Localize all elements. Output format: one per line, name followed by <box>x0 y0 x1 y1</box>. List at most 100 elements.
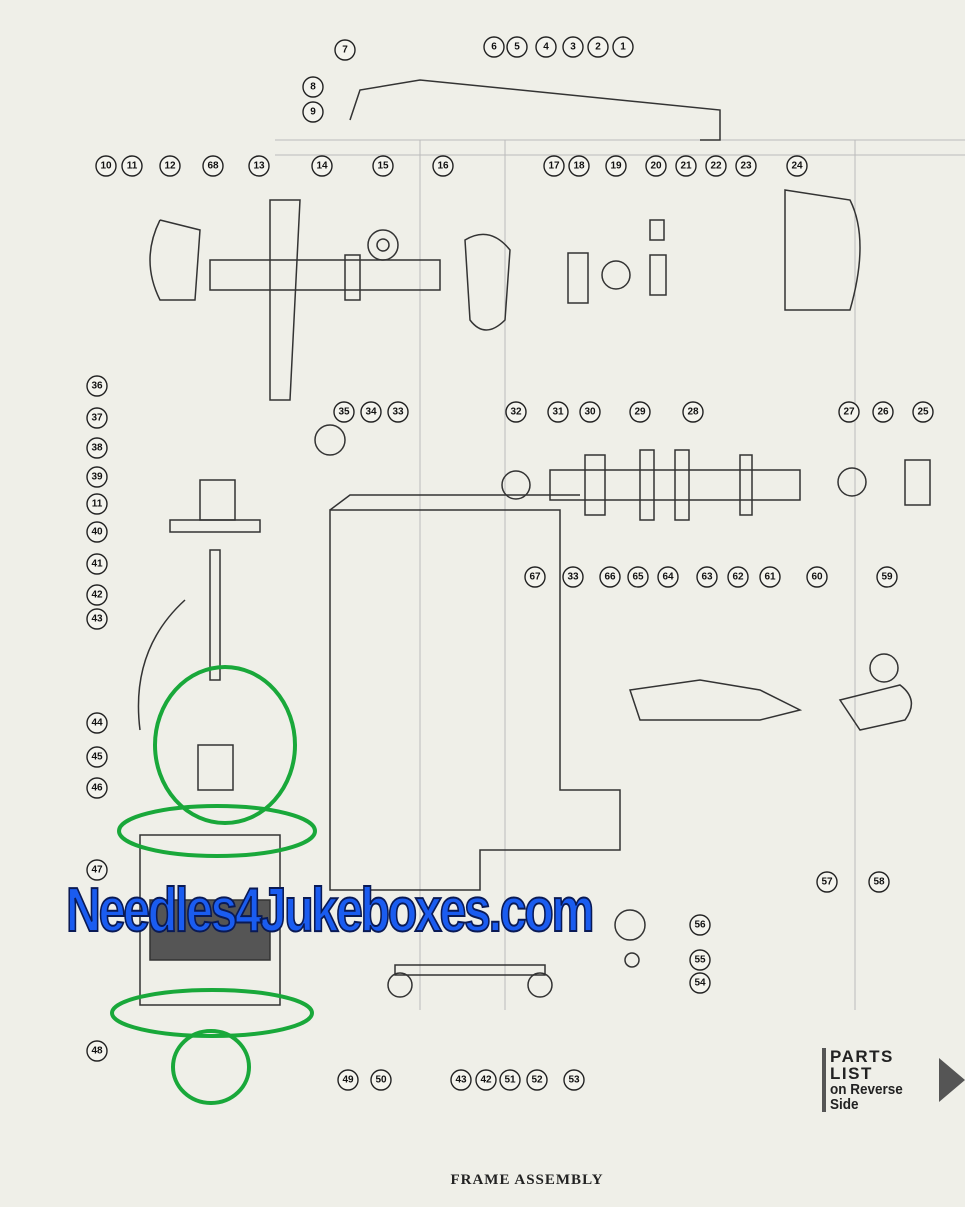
callout-circle <box>334 39 356 61</box>
callout-number: 53 <box>568 1075 580 1086</box>
callout-18: 18 <box>568 155 590 177</box>
callout-number: 43 <box>455 1075 467 1086</box>
callout-number: 31 <box>552 407 564 418</box>
callout-number: 4 <box>543 42 549 53</box>
callout-number: 49 <box>342 1075 354 1086</box>
callout-25: 25 <box>912 401 934 423</box>
callout-circle <box>86 521 108 543</box>
callout-number: 48 <box>91 1046 103 1057</box>
callout-circle <box>159 155 181 177</box>
callout-circle <box>645 155 667 177</box>
callout-circle <box>562 36 584 58</box>
callout-33: 33 <box>562 566 584 588</box>
callout-number: 24 <box>791 161 803 172</box>
callout-circle <box>505 401 527 423</box>
callout-circle <box>499 1069 521 1091</box>
callout-circle <box>86 437 108 459</box>
callout-27: 27 <box>838 401 860 423</box>
callout-50: 50 <box>370 1069 392 1091</box>
highlight-ellipse-upper <box>117 804 317 858</box>
callout-circle <box>387 401 409 423</box>
callout-number: 58 <box>873 877 885 888</box>
callout-circle <box>705 155 727 177</box>
callout-number: 47 <box>91 865 103 876</box>
callout-number: 42 <box>91 590 103 601</box>
callout-number: 50 <box>375 1075 387 1086</box>
callout-54: 54 <box>689 972 711 994</box>
callout-11: 11 <box>121 155 143 177</box>
callout-61: 61 <box>759 566 781 588</box>
callout-55: 55 <box>689 949 711 971</box>
callout-number: 51 <box>504 1075 516 1086</box>
callout-number: 33 <box>567 572 579 583</box>
callout-37: 37 <box>86 407 108 429</box>
callout-number: 11 <box>127 161 138 172</box>
callout-21: 21 <box>675 155 697 177</box>
callout-60: 60 <box>806 566 828 588</box>
callout-circle <box>786 155 808 177</box>
callout-number: 7 <box>342 45 348 56</box>
callout-number: 32 <box>510 407 522 418</box>
callout-number: 29 <box>634 407 646 418</box>
callout-6: 6 <box>483 36 505 58</box>
watermark: Needles4Jukeboxes.com <box>65 876 595 945</box>
highlight-circle-small <box>171 1029 251 1105</box>
callout-number: 9 <box>310 107 316 118</box>
callout-circle <box>506 36 528 58</box>
callout-circle <box>311 155 333 177</box>
callout-45: 45 <box>86 746 108 768</box>
callout-47: 47 <box>86 859 108 881</box>
diagram-title: FRAME ASSEMBLY <box>450 1172 604 1188</box>
callout-number: 26 <box>877 407 889 418</box>
callout-number: 66 <box>604 572 616 583</box>
callout-44: 44 <box>86 712 108 734</box>
callout-circle <box>587 36 609 58</box>
callout-circle <box>838 401 860 423</box>
callout-number: 22 <box>710 161 722 172</box>
callout-number: 18 <box>573 161 585 172</box>
callout-46: 46 <box>86 777 108 799</box>
callout-circle <box>86 1040 108 1062</box>
callout-65: 65 <box>627 566 649 588</box>
callout-34: 34 <box>360 401 382 423</box>
callout-53: 53 <box>563 1069 585 1091</box>
callout-circle <box>86 608 108 630</box>
callout-number: 38 <box>91 443 103 454</box>
callout-33: 33 <box>387 401 409 423</box>
callout-circle <box>675 155 697 177</box>
callout-49: 49 <box>337 1069 359 1091</box>
callout-41: 41 <box>86 553 108 575</box>
callout-circle <box>535 36 557 58</box>
callout-number: 46 <box>91 783 103 794</box>
callout-circle <box>86 777 108 799</box>
callout-26: 26 <box>872 401 894 423</box>
callout-number: 62 <box>732 572 744 583</box>
callout-circle <box>657 566 679 588</box>
parts-list-reverse-link: PARTS LIST on Reverse Side <box>822 1048 965 1112</box>
highlight-markers <box>110 665 317 1105</box>
callout-10: 10 <box>95 155 117 177</box>
callout-circle <box>568 155 590 177</box>
callout-40: 40 <box>86 521 108 543</box>
callout-number: 64 <box>662 572 674 583</box>
callout-19: 19 <box>605 155 627 177</box>
callout-62: 62 <box>727 566 749 588</box>
callout-circle <box>450 1069 472 1091</box>
callout-24: 24 <box>786 155 808 177</box>
callout-circle <box>547 401 569 423</box>
callout-number: 23 <box>740 161 752 172</box>
callout-number: 33 <box>392 407 404 418</box>
callout-number: 41 <box>91 559 103 570</box>
callout-circle <box>605 155 627 177</box>
callout-circle <box>627 566 649 588</box>
callout-59: 59 <box>876 566 898 588</box>
callout-circle <box>302 76 324 98</box>
callout-number: 1 <box>620 42 626 53</box>
callout-30: 30 <box>579 401 601 423</box>
callout-67: 67 <box>524 566 546 588</box>
callout-circle <box>599 566 621 588</box>
callout-number: 68 <box>207 161 219 172</box>
callout-number: 13 <box>253 161 265 172</box>
callout-circle <box>302 101 324 123</box>
callout-number: 30 <box>584 407 596 418</box>
